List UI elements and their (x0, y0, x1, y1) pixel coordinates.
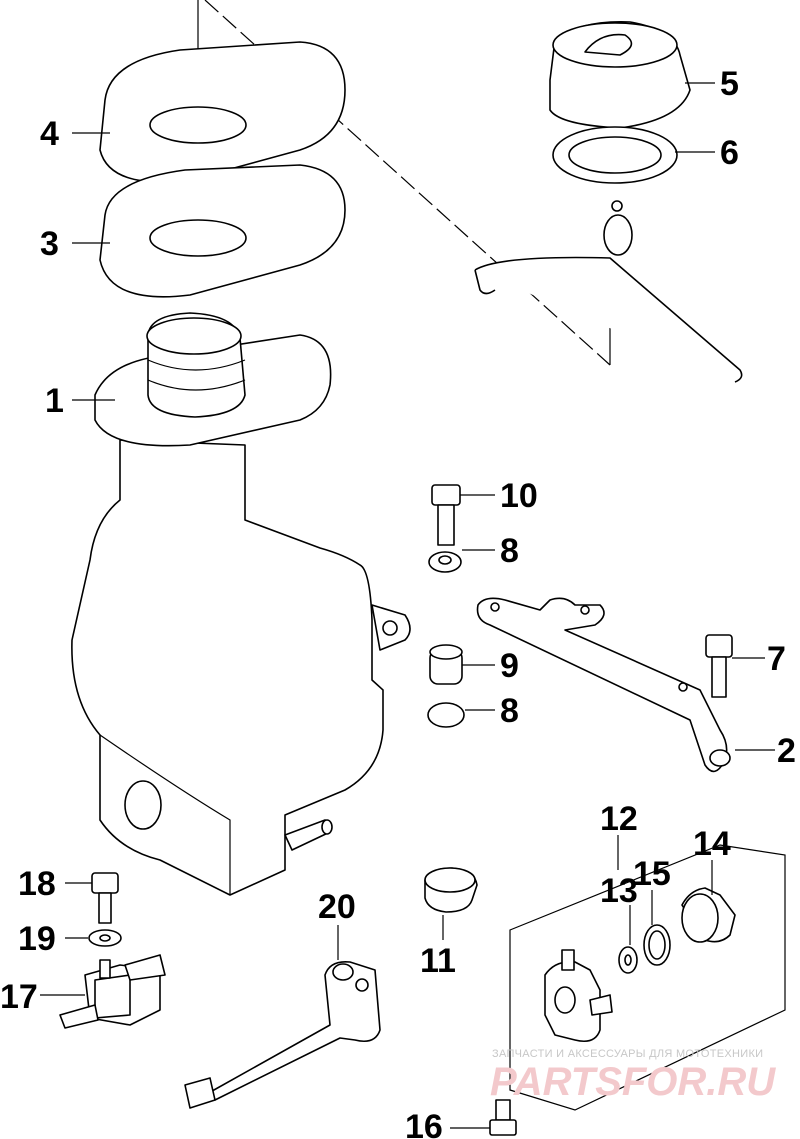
callout-5: 5 (720, 65, 739, 103)
callout-14: 14 (693, 825, 731, 863)
watermark-tagline: ЗАПЧАСТИ И АКСЕССУАРЫ ДЛЯ МОТОТЕХНИКИ (492, 1048, 763, 1060)
screw-16 (489, 1099, 517, 1136)
cap-11 (424, 867, 478, 913)
oil-tank-1 (71, 312, 411, 896)
screw-18 (91, 872, 119, 924)
bracket-2 (476, 597, 731, 773)
valve-17 (59, 954, 166, 1029)
callout-3: 3 (40, 225, 59, 263)
filler-cap-5 (474, 21, 743, 383)
callout-15: 15 (633, 855, 671, 893)
washer-8-upper (428, 551, 462, 573)
callout-numbers: 1 4 3 5 6 10 8 9 8 7 2 12 14 15 13 11 20… (0, 65, 796, 1139)
seal-ring-6 (552, 126, 678, 184)
bolt-7 (705, 634, 733, 698)
lever-20 (184, 960, 381, 1109)
callout-9: 9 (500, 647, 519, 685)
callout-11: 11 (420, 942, 456, 980)
callout-12: 12 (600, 800, 638, 838)
collar-8-lower (427, 702, 465, 728)
callout-17: 17 (0, 978, 38, 1016)
callout-8-upper: 8 (500, 532, 519, 570)
callout-6: 6 (720, 134, 739, 172)
callout-2: 2 (777, 732, 796, 770)
callout-19: 19 (18, 920, 56, 958)
callout-13: 13 (600, 872, 638, 910)
bolt-10 (431, 484, 461, 546)
leader-lines (40, 82, 775, 1129)
watermark-brand: PARTSFOR.RU (490, 1060, 776, 1104)
washer-19 (88, 929, 122, 947)
gasket-plate-3 (99, 164, 346, 298)
watermark: ЗАПЧАСТИ И АКСЕССУАРЫ ДЛЯ МОТОТЕХНИКИ PA… (490, 1048, 776, 1104)
callout-18: 18 (18, 865, 56, 903)
grommet-9 (429, 644, 463, 685)
gasket-plate-4 (99, 41, 346, 183)
callout-16: 16 (405, 1108, 443, 1139)
callout-20: 20 (318, 888, 356, 926)
callout-1: 1 (45, 382, 64, 420)
callout-4: 4 (40, 115, 59, 153)
callout-10: 10 (500, 477, 538, 515)
callout-8-lower: 8 (500, 692, 519, 730)
fuel-cock-assembly-12 (509, 844, 786, 1111)
callout-7: 7 (767, 640, 786, 678)
